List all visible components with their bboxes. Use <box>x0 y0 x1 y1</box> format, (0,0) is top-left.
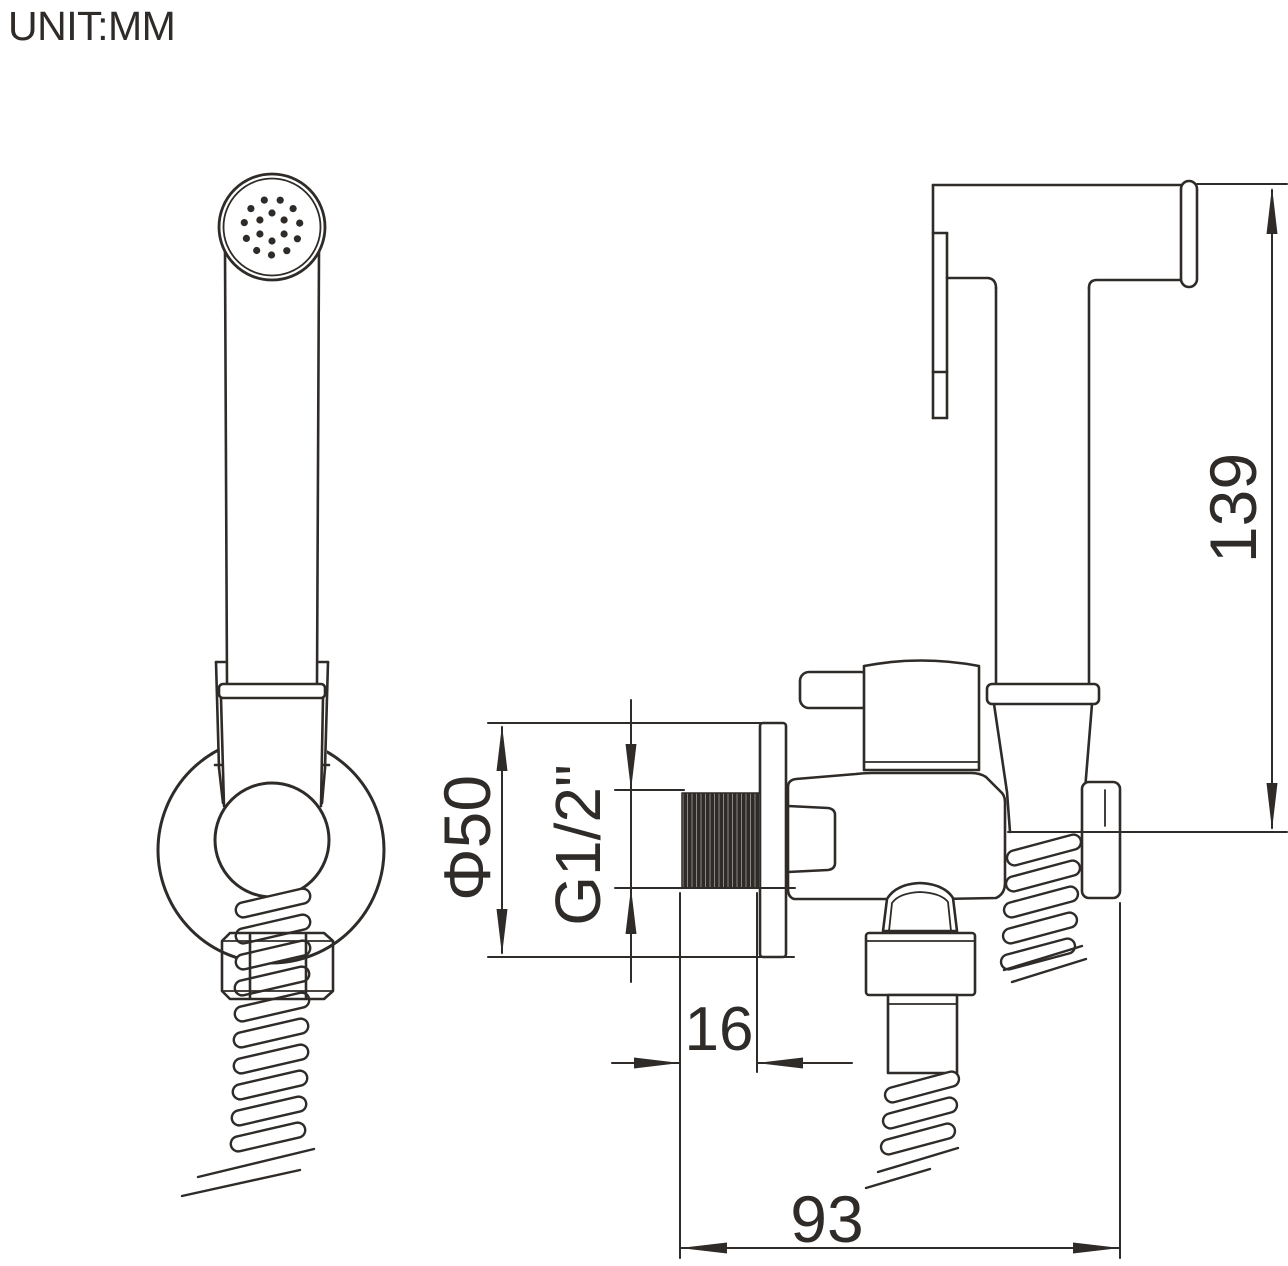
sprayer-cone-front <box>216 697 328 807</box>
arrow-right-icon <box>1073 1242 1120 1254</box>
arrow-left-icon <box>680 1242 727 1254</box>
outlet-hose-break <box>864 1146 960 1190</box>
shutoff-lever <box>798 670 872 710</box>
sprayer-cone-side <box>992 702 1094 834</box>
spray-head-outer-ring <box>217 172 327 282</box>
wall-flange-side <box>758 721 788 959</box>
hose-coil-front <box>228 885 313 1155</box>
arrow-up-icon <box>625 888 637 934</box>
control-knob <box>862 659 981 772</box>
arrow-down-icon <box>625 744 637 790</box>
dim-16: 16 <box>611 892 853 1259</box>
outlet-assembly <box>864 881 977 1190</box>
spray-cap-side <box>1179 179 1199 289</box>
holder-clip-front <box>213 660 331 805</box>
dim-139-label: 139 <box>1196 453 1270 563</box>
outlet-nut <box>864 931 977 997</box>
arrow-left-icon <box>757 1057 803 1069</box>
arrow-up-icon <box>1266 187 1278 234</box>
unit-label: UNIT:MM <box>8 3 175 49</box>
outlet-hose-coil <box>878 1068 962 1158</box>
dim-g12-label: G1/2" <box>542 764 614 925</box>
spray-head-inner-ring <box>222 177 322 277</box>
dim-phi50: Φ50 <box>430 722 795 958</box>
dim-139: 139 <box>1007 183 1288 833</box>
inlet-thread-g12 <box>681 792 761 889</box>
holder-bracket-side <box>1080 780 1122 900</box>
arrow-down-icon <box>1266 783 1278 830</box>
dim-phi50-label: Φ50 <box>430 775 504 901</box>
hose-nut-front <box>220 931 335 1001</box>
arrow-right-icon <box>634 1057 680 1069</box>
spray-nozzle-holes <box>240 196 304 259</box>
dim-g12: G1/2" <box>542 699 796 983</box>
sprayer-head-side <box>931 179 1199 420</box>
dimension-annotations: 139 Φ50 G1/2" 16 <box>430 183 1288 1259</box>
dim-93: 93 <box>679 902 1121 1259</box>
collar-band-front <box>217 682 327 700</box>
outlet-connector <box>886 993 959 1075</box>
side-view <box>681 179 1199 1190</box>
sprayer-hose-break-side <box>1002 944 1088 984</box>
outlet-dome <box>881 881 959 933</box>
arrow-down-icon <box>496 909 508 955</box>
front-view <box>156 172 386 1198</box>
handle-front <box>223 250 321 686</box>
hose-break-front <box>180 1147 316 1198</box>
valve-hex-flat <box>786 804 837 874</box>
arrow-up-icon <box>496 725 508 771</box>
handle-side <box>994 286 1091 685</box>
collar-band-side <box>985 682 1101 706</box>
dim-93-label: 93 <box>790 1182 863 1256</box>
dim-16-label: 16 <box>685 995 754 1064</box>
